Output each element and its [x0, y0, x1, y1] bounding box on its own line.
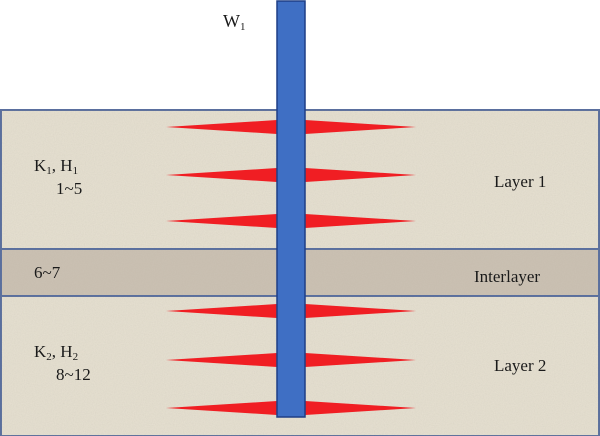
layer1-param-k: K: [34, 156, 47, 175]
well-name: W: [223, 11, 240, 31]
interlayer-label: Interlayer: [474, 267, 541, 286]
wellbore: [276, 0, 306, 418]
interlayer-range: 6~7: [34, 263, 61, 282]
layer2-params: K2, H2: [34, 342, 79, 363]
layer2-range: 8~12: [56, 365, 91, 384]
fracture-left-2: [166, 168, 277, 182]
fracture-right-3: [305, 214, 416, 228]
fracture-left-1: [166, 120, 277, 134]
layer1-params: K1, H1: [34, 156, 79, 177]
layer2-param-h: H: [60, 342, 73, 361]
layer2-param-k: K: [34, 342, 47, 361]
layer2-label: Layer 2: [494, 356, 547, 375]
fracture-left-5: [166, 353, 277, 367]
fracture-left-3: [166, 214, 277, 228]
layer1-range: 1~5: [56, 179, 83, 198]
fracture-right-6: [305, 401, 416, 415]
fracture-left-6: [166, 401, 277, 415]
fracture-left-4: [166, 304, 277, 318]
well-subscript: 1: [240, 21, 246, 33]
fracture-right-2: [305, 168, 416, 182]
layer1-param-h: H: [60, 156, 73, 175]
well-label: W1: [223, 11, 246, 33]
fracture-right-1: [305, 120, 416, 134]
fracture-right-5: [305, 353, 416, 367]
fracture-group: [166, 120, 416, 415]
fracture-right-4: [305, 304, 416, 318]
layer1-label: Layer 1: [494, 172, 547, 191]
